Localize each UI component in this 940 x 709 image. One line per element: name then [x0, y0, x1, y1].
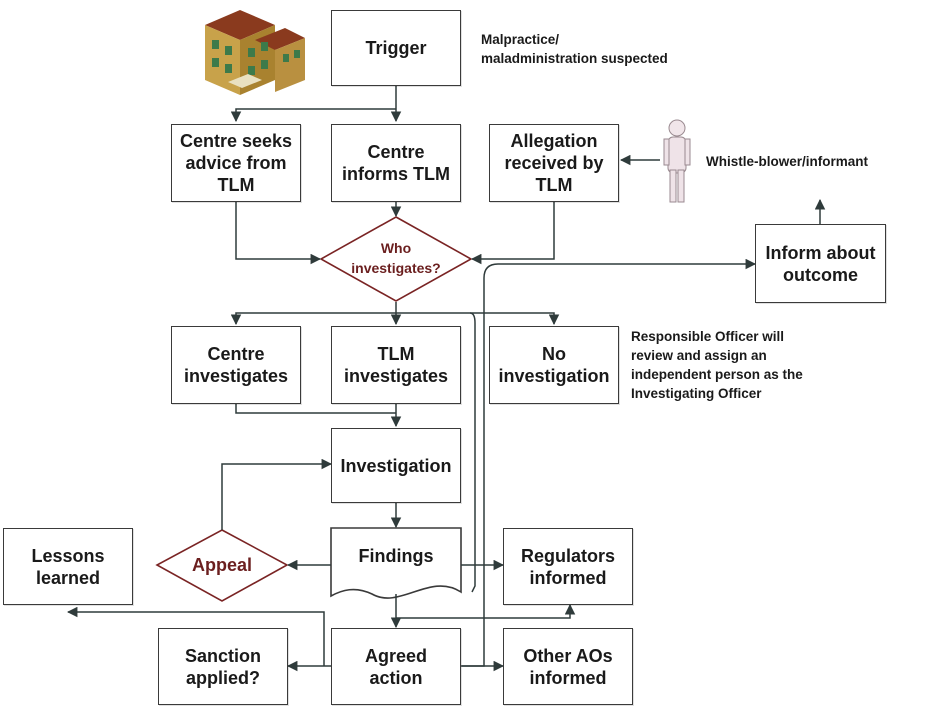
lessons-learned-label: Lessons learned — [31, 545, 105, 588]
sanction-applied-label: Sanction applied? — [184, 645, 261, 688]
regulators-informed-box: Regulators informed — [503, 528, 633, 605]
investigation-box: Investigation — [331, 428, 461, 503]
centre-seeks-advice-label: Centre seeks advice from TLM — [179, 131, 293, 195]
other-aos-box: Other AOs informed — [503, 628, 633, 705]
agreed-action-label: Agreed action — [364, 645, 427, 688]
tlm-investigates-label: TLM investigates — [343, 344, 449, 386]
who-investigates-diamond — [319, 216, 473, 302]
regulators-informed-label: Regulators informed — [520, 545, 616, 588]
appeal-diamond — [155, 529, 289, 602]
centre-seeks-advice-box: Centre seeks advice from TLM — [171, 124, 301, 202]
connector — [462, 258, 757, 667]
connector — [235, 202, 322, 265]
centre-investigates-box: Centre investigates — [171, 326, 301, 404]
connector — [66, 606, 325, 666]
inform-outcome-label: Inform about outcome — [765, 242, 876, 285]
sanction-applied-box: Sanction applied? — [158, 628, 288, 705]
tlm-investigates-box: TLM investigates — [331, 326, 461, 404]
connector — [469, 312, 476, 593]
no-investigation-label: No investigation — [498, 344, 610, 386]
connector — [235, 404, 396, 414]
inform-outcome-box: Inform about outcome — [755, 224, 886, 303]
trigger-box: Trigger — [331, 10, 461, 86]
findings-label: Findings — [358, 546, 434, 566]
whistleblower-note: Whistle-blower/informant — [706, 154, 868, 169]
centre-investigates-label: Centre investigates — [183, 344, 289, 386]
connector — [470, 202, 555, 265]
other-aos-label: Other AOs informed — [523, 645, 613, 688]
appeal-label: Appeal — [191, 555, 252, 575]
connector — [230, 312, 396, 326]
who-investigates-label: Who investigates? — [351, 240, 441, 276]
connector — [396, 603, 576, 619]
building-icon — [205, 10, 305, 95]
no-investigation-box: No investigation — [489, 326, 619, 404]
investigation-label: Investigation — [340, 455, 452, 476]
allegation-received-label: Allegation received by TLM — [504, 131, 604, 195]
lessons-learned-box: Lessons learned — [3, 528, 133, 605]
centre-informs-label: Centre informs TLM — [342, 142, 450, 184]
centre-informs-box: Centre informs TLM — [331, 124, 461, 202]
connector — [230, 108, 396, 123]
allegation-received-box: Allegation received by TLM — [489, 124, 619, 202]
trigger-label: Trigger — [365, 38, 427, 58]
connector — [396, 312, 560, 326]
responsible-officer-note: Responsible Officer will review and assi… — [631, 329, 803, 401]
findings-shape — [330, 527, 462, 599]
connector — [221, 458, 333, 530]
malpractice-note: Malpractice/ maladministration suspected — [481, 32, 668, 66]
person-icon — [663, 119, 691, 203]
agreed-action-box: Agreed action — [331, 628, 461, 705]
